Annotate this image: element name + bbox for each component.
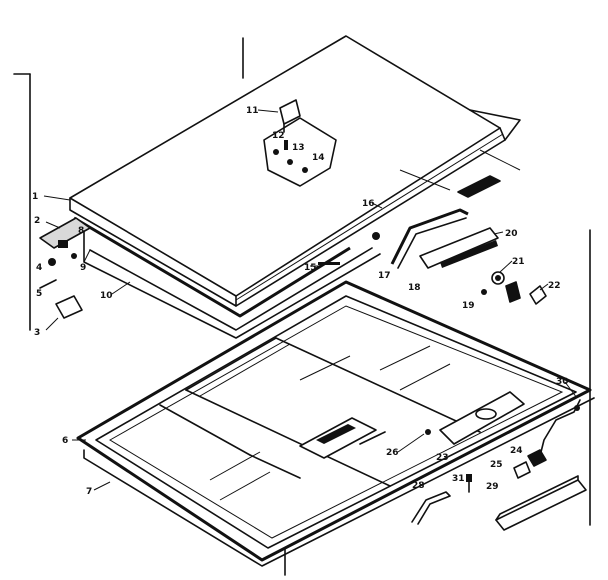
latch-block bbox=[279, 99, 301, 133]
callout-15: 15 bbox=[304, 263, 317, 273]
callout-19: 19 bbox=[462, 301, 475, 311]
callout-16: 16 bbox=[362, 199, 375, 209]
switch-wire bbox=[466, 399, 581, 493]
callout-26: 26 bbox=[386, 448, 399, 458]
callout-labels: 1 2 3 4 5 6 7 8 9 10 11 12 13 14 15 16 1… bbox=[32, 106, 569, 497]
bracket bbox=[411, 491, 451, 525]
callout-9: 9 bbox=[80, 263, 86, 273]
lock-parts bbox=[318, 262, 547, 305]
callout-13: 13 bbox=[292, 143, 305, 153]
lid-liner bbox=[83, 227, 381, 339]
callout-14: 14 bbox=[312, 153, 325, 163]
callout-4: 4 bbox=[36, 263, 42, 273]
callout-1: 1 bbox=[32, 192, 38, 202]
callout-10: 10 bbox=[100, 291, 113, 301]
callout-8: 8 bbox=[78, 226, 84, 236]
callout-31: 31 bbox=[452, 474, 465, 484]
callout-6: 6 bbox=[62, 436, 68, 446]
callout-17: 17 bbox=[378, 271, 391, 281]
callout-30: 30 bbox=[556, 377, 569, 387]
callout-11: 11 bbox=[246, 106, 259, 116]
callout-5: 5 bbox=[36, 289, 42, 299]
callout-28: 28 bbox=[412, 481, 425, 491]
callout-20: 20 bbox=[505, 229, 518, 239]
callout-25: 25 bbox=[490, 460, 503, 470]
hinge-left bbox=[39, 217, 91, 319]
callout-3: 3 bbox=[34, 328, 40, 338]
callout-12: 12 bbox=[272, 131, 285, 141]
label-plate bbox=[263, 117, 337, 187]
control-cover bbox=[425, 391, 525, 445]
callout-leaders bbox=[43, 109, 578, 491]
cabinet-top bbox=[76, 280, 595, 567]
callout-22: 22 bbox=[548, 281, 561, 291]
frame-marks bbox=[13, 37, 591, 576]
callout-23: 23 bbox=[436, 453, 449, 463]
handle bbox=[372, 208, 499, 269]
callout-7: 7 bbox=[86, 487, 92, 497]
callout-21: 21 bbox=[512, 257, 525, 267]
callout-2: 2 bbox=[34, 216, 40, 226]
bottom-trim bbox=[495, 475, 587, 531]
callout-24: 24 bbox=[510, 446, 523, 456]
callout-29: 29 bbox=[486, 482, 499, 492]
callout-18: 18 bbox=[408, 283, 421, 293]
